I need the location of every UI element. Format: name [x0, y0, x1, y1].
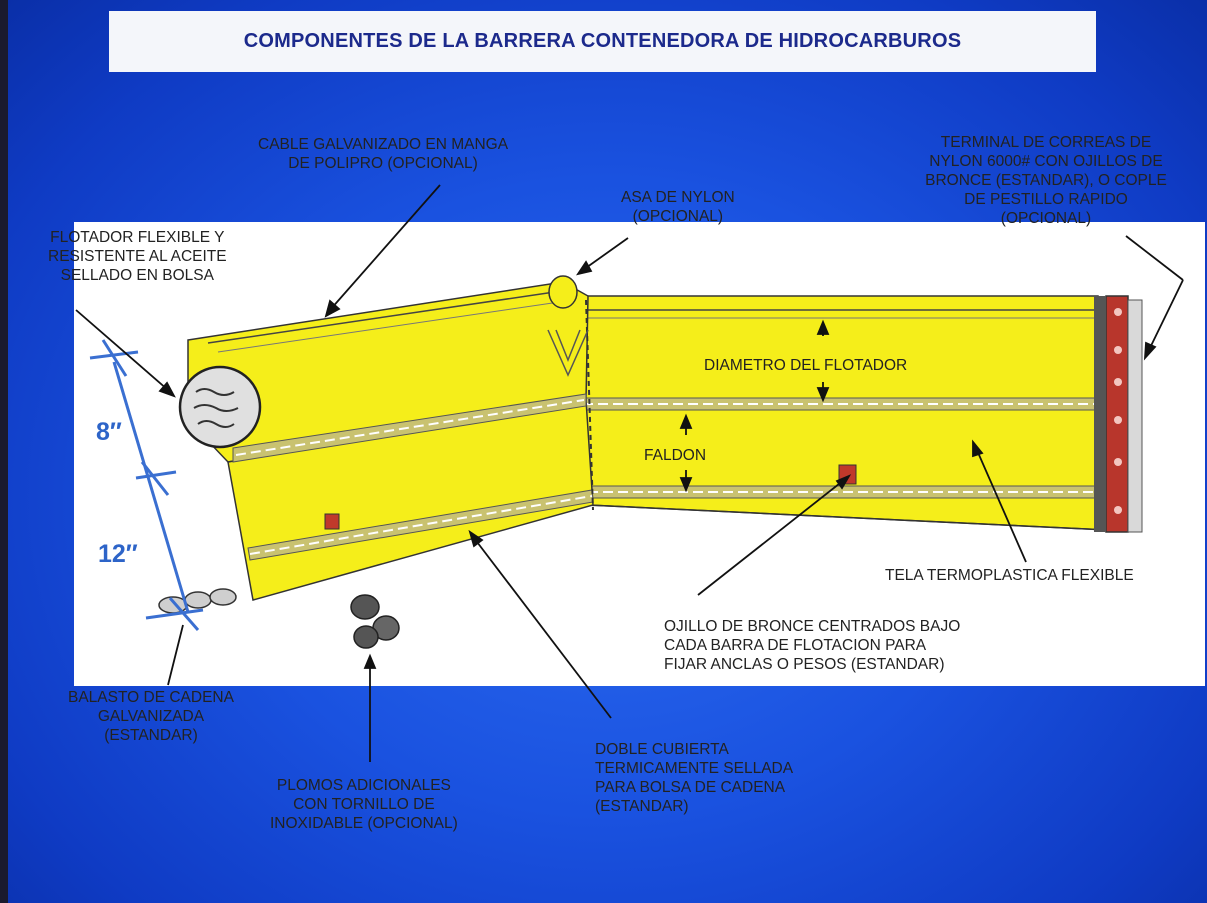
doble-label: DOBLE CUBIERTA TERMICAMENTE SELLADA PARA…: [595, 740, 793, 816]
chain-ballast: [158, 588, 237, 614]
plomos-label-line: CON TORNILLO DE: [293, 796, 435, 813]
flotador-label-line: RESISTENTE AL ACEITE: [48, 248, 227, 265]
doble-label-line: DOBLE CUBIERTA: [595, 741, 729, 758]
ojillo-label: OJILLO DE BRONCE CENTRADOS BAJO CADA BAR…: [664, 617, 960, 674]
extra-lead-weights: [350, 594, 400, 649]
right-float-body: [577, 295, 1099, 401]
title-banner: COMPONENTES DE LA BARRERA CONTENEDORA DE…: [109, 11, 1096, 72]
plomos-label-line: INOXIDABLE (OPCIONAL): [270, 815, 458, 832]
ojillo-label-line: OJILLO DE BRONCE CENTRADOS BAJO: [664, 618, 961, 635]
balasto-label: BALASTO DE CADENA GALVANIZADA (ESTANDAR): [68, 688, 234, 745]
asa-label: ASA DE NYLON (OPCIONAL): [621, 188, 735, 226]
leader-arrows: [75, 184, 1184, 762]
tela-label: TELA TERMOPLASTICA FLEXIBLE: [885, 567, 1134, 584]
flotador-label-line: SELLADO EN BOLSA: [60, 267, 214, 284]
terminal-label-line: DE PESTILLO RAPIDO: [964, 191, 1128, 208]
terminal-label-line: (OPCIONAL): [1000, 210, 1092, 227]
asa-label-line: (OPCIONAL): [632, 208, 724, 225]
terminal-label-line: NYLON 6000# CON OJILLOS DE: [929, 153, 1163, 170]
right-boom-section: [577, 295, 1109, 531]
cable-label: CABLE GALVANIZADO EN MANGA DE POLIPRO (O…: [258, 135, 508, 173]
balasto-label-line: GALVANIZADA: [97, 708, 205, 725]
diametro-label: DIAMETRO DEL FLOTADOR: [704, 357, 908, 374]
cable-label-line: CABLE GALVANIZADO EN MANGA: [258, 136, 509, 153]
flotador-label-line: FLOTADOR FLEXIBLE Y: [50, 229, 225, 246]
left-boom-section: [178, 275, 594, 601]
terminal-label-line: BRONCE (ESTANDAR), O COPLE: [925, 172, 1167, 189]
terminal-label-line: TERMINAL DE CORREAS DE: [940, 134, 1152, 151]
ojillo-label-line: CADA BARRA DE FLOTACION PARA: [664, 637, 927, 654]
balasto-label-line: BALASTO DE CADENA: [68, 689, 234, 706]
asa-label-line: ASA DE NYLON: [621, 189, 735, 206]
balasto-label-line: (ESTANDAR): [104, 727, 198, 744]
boom-illustration: [75, 184, 1184, 762]
flotador-label: FLOTADOR FLEXIBLE Y RESISTENTE AL ACEITE…: [48, 228, 227, 285]
cable-label-line: DE POLIPRO (OPCIONAL): [288, 155, 478, 172]
skirt-dimension: 12″: [98, 540, 138, 568]
doble-label-line: (ESTANDAR): [595, 798, 689, 815]
doble-label-line: TERMICAMENTE SELLADA: [595, 760, 794, 777]
slide-title: COMPONENTES DE LA BARRERA CONTENEDORA DE…: [243, 30, 962, 52]
terminal-strap: [1105, 295, 1129, 533]
dimension-lines: [89, 339, 204, 631]
ojillo-label-line: FIJAR ANCLAS O PESOS (ESTANDAR): [664, 656, 945, 673]
faldon-label: FALDON: [644, 447, 707, 464]
plomos-label-line: PLOMOS ADICIONALES: [276, 777, 451, 794]
end-terminal: [1094, 295, 1143, 533]
doble-label-line: PARA BOLSA DE CADENA: [595, 779, 786, 796]
bronze-grommet-left: [324, 513, 340, 530]
left-seam-band-top: [232, 393, 587, 463]
nylon-handle: [548, 275, 578, 309]
terminal-label: TERMINAL DE CORREAS DE NYLON 6000# CON O…: [888, 133, 1204, 228]
float-core-end: [178, 365, 262, 449]
float-dimension: 8″: [96, 418, 122, 446]
plomos-label: PLOMOS ADICIONALES CON TORNILLO DE INOXI…: [270, 776, 458, 833]
